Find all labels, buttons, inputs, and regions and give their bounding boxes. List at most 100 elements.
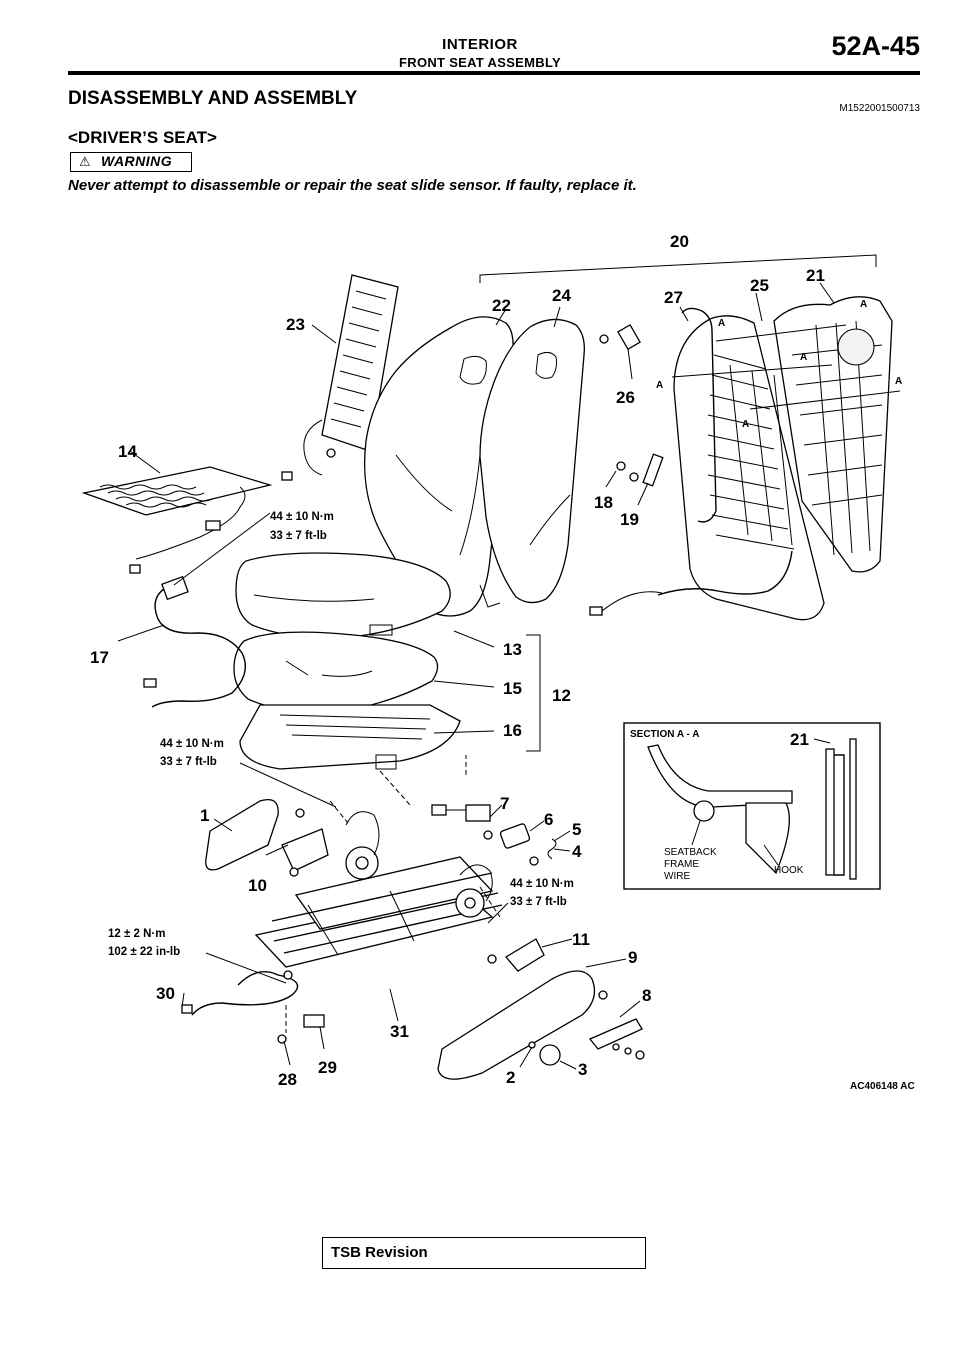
- part-label-24: 24: [552, 286, 571, 305]
- part-label-10: 10: [248, 876, 267, 895]
- recliner-knob: [616, 453, 664, 487]
- part-label-8: 8: [642, 986, 651, 1005]
- tsb-revision-label: TSB Revision: [331, 1244, 428, 1261]
- leader-lines: [117, 282, 835, 1070]
- tsb-revision-box: TSB Revision: [322, 1237, 646, 1269]
- warning-text: Never attempt to disassemble or repair t…: [68, 177, 637, 194]
- inset-label-hook: HOOK: [774, 865, 804, 876]
- inset-label-wire-2: FRAME: [664, 859, 699, 870]
- torque-3-nm: 44 ± 10 N·m: [510, 878, 574, 890]
- washer-8a: [612, 1043, 620, 1051]
- header-rule: [68, 71, 920, 75]
- section-markers: A A A A A A: [656, 299, 902, 430]
- seat-cushion-cover: [235, 552, 451, 639]
- part-label-26: 26: [616, 388, 635, 407]
- figure-reference: AC406148 AC: [850, 1081, 915, 1092]
- section-marker-a6: A: [895, 376, 902, 387]
- part-label-23: 23: [286, 315, 305, 334]
- adjust-knob: [539, 1044, 561, 1066]
- bracket-29: [303, 1014, 325, 1028]
- explode-line-1: [329, 800, 349, 824]
- page-number: 52A-45: [831, 31, 920, 61]
- part-label-21: 21: [806, 266, 825, 285]
- bolt-1: [295, 808, 305, 818]
- outer-shield: [437, 970, 596, 1080]
- part-label-17: 17: [90, 648, 109, 667]
- torque-2-ft: 33 ± 7 ft-lb: [160, 756, 217, 768]
- seatback-frame: [589, 315, 825, 621]
- seatback-board: [773, 296, 893, 573]
- seatback-frame-wire: [681, 307, 717, 523]
- section-marker-a2: A: [656, 380, 663, 391]
- part-label-11: 11: [572, 930, 590, 949]
- torque-1-nm: 44 ± 10 N·m: [270, 511, 334, 523]
- part-label-19: 19: [620, 510, 639, 529]
- seat-belt-buckle: [143, 575, 246, 708]
- section-a-a-inset: SECTION A - A 21 SEATBACK FRAME WIRE HOO…: [623, 722, 881, 890]
- torque-3-ft: 33 ± 7 ft-lb: [510, 896, 567, 908]
- seat-harness: [181, 970, 299, 1016]
- washer-8b: [624, 1047, 632, 1055]
- seat-slide-sensor: [431, 804, 493, 840]
- part-label-14: 14: [118, 442, 137, 461]
- explode-line-2: [379, 770, 411, 806]
- seat-switch: [499, 823, 557, 866]
- part-label-1: 1: [200, 806, 209, 825]
- bolt-8: [635, 1050, 645, 1060]
- torque-4-ft: 102 ± 22 in-lb: [108, 946, 180, 958]
- part-label-30: 30: [156, 984, 175, 1003]
- group-bracket-20: [479, 254, 877, 283]
- inset-part-label-21: 21: [790, 730, 809, 749]
- seatback-heater: [281, 274, 399, 481]
- part-label-12: 12: [552, 686, 571, 705]
- seat-lever: [588, 1018, 643, 1050]
- torque-1-ft: 33 ± 7 ft-lb: [270, 530, 327, 542]
- part-label-25: 25: [750, 276, 769, 295]
- part-label-31: 31: [390, 1022, 409, 1041]
- seatback-pad: [479, 318, 585, 604]
- part-label-22: 22: [492, 296, 511, 315]
- explode-line-4: [479, 886, 501, 918]
- torque-2-nm: 44 ± 10 N·m: [160, 738, 224, 750]
- part-label-16: 16: [503, 721, 522, 740]
- bolt-11: [487, 954, 497, 964]
- torque-4-nm: 12 ± 2 N·m: [108, 928, 165, 940]
- inset-label-wire-3: WIRE: [664, 871, 690, 882]
- section-marker-a3: A: [742, 419, 749, 430]
- bolt-9: [598, 990, 608, 1000]
- part-label-6: 6: [544, 810, 553, 829]
- part-label-18: 18: [594, 493, 613, 512]
- part-label-7: 7: [500, 794, 509, 813]
- outer-bracket: [505, 938, 545, 972]
- seat-bracket: [281, 828, 329, 872]
- part-label-15: 15: [503, 679, 522, 698]
- part-label-2: 2: [506, 1068, 515, 1087]
- lumbar-adjuster: [599, 323, 641, 351]
- group-bracket-12: [526, 634, 541, 752]
- seat-cushion-pad: [233, 631, 439, 713]
- warning-triangle-icon: ⚠: [79, 154, 91, 169]
- part-label-9: 9: [628, 948, 637, 967]
- inner-shield: [205, 798, 279, 871]
- part-label-20: 20: [670, 232, 689, 251]
- seat-slide-frame: [254, 811, 503, 968]
- part-label-3: 3: [578, 1060, 587, 1079]
- procedure-code: M1522001500713: [839, 103, 920, 114]
- warning-badge: ⚠ WARNING: [70, 152, 192, 172]
- knob-pin: [528, 1041, 536, 1049]
- part-label-13: 13: [503, 640, 522, 659]
- section-subtitle: FRONT SEAT ASSEMBLY: [399, 55, 561, 70]
- section-marker-a5: A: [860, 299, 867, 310]
- seat-cushion-pan: [239, 704, 461, 770]
- part-label-28: 28: [278, 1070, 297, 1089]
- part-label-4: 4: [572, 842, 582, 861]
- chapter-title: INTERIOR: [442, 36, 518, 53]
- part-label-5: 5: [572, 820, 581, 839]
- exploded-view-diagram: A A A A A A: [81, 232, 915, 1092]
- bolt-28: [277, 1034, 287, 1044]
- procedure-title: DISASSEMBLY AND ASSEMBLY: [68, 88, 358, 109]
- procedure-subtitle: <DRIVER’S SEAT>: [68, 128, 217, 147]
- bolt-10: [289, 867, 299, 877]
- part-label-29: 29: [318, 1058, 337, 1077]
- part-label-27: 27: [664, 288, 683, 307]
